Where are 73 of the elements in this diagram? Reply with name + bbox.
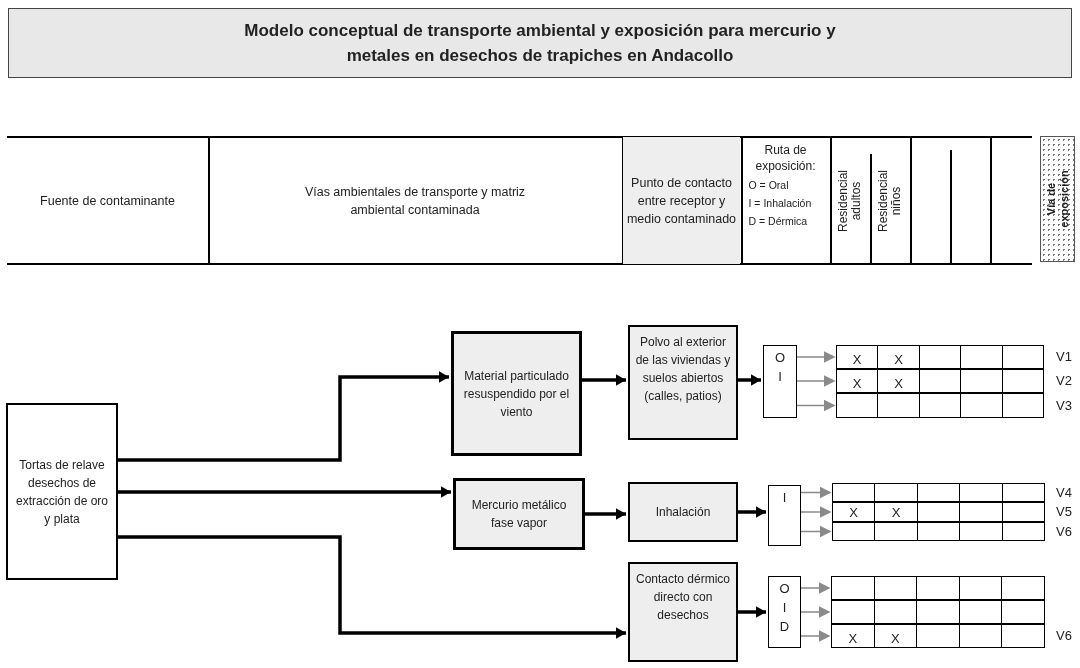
header-label: Residencial adultos — [837, 169, 863, 232]
header-label: D = Dérmica — [747, 214, 809, 229]
node-text: Material particulado resuspendido por el viento — [462, 367, 571, 421]
arrow — [800, 486, 832, 499]
route-letter: D — [778, 618, 791, 636]
pathway-label: V4 — [1056, 484, 1072, 501]
cell-mark: X — [848, 631, 858, 647]
cell-mark: X — [891, 631, 900, 647]
title: Modelo conceptual de transporte ambiental y exposición para mercurio y metales en desechos de trapiches en Andacollo — [243, 20, 837, 67]
contact-point-box — [628, 482, 738, 542]
node-text: Mercurio metálico fase vapor — [470, 497, 568, 532]
arrow — [800, 506, 832, 518]
contact-point-box — [628, 562, 738, 662]
header-label: Ruta de exposición: — [754, 142, 817, 174]
empty-grid-row — [831, 600, 1045, 624]
cell-mark: X — [894, 352, 903, 368]
cell-mark: X — [849, 505, 859, 521]
empty-grid-row — [832, 483, 1045, 502]
cell-mark: X — [852, 352, 862, 368]
header-label: Residencial niños — [877, 169, 903, 232]
node-text: Tortas de relave desechos de extracción de oro y plata — [14, 456, 110, 528]
header-label: Vía de exposición — [1044, 170, 1071, 228]
route-letter: O — [773, 349, 787, 367]
arrow — [796, 351, 836, 363]
arrow — [738, 506, 766, 518]
transport-box — [453, 478, 585, 550]
route-box — [763, 345, 797, 418]
route-letter: O — [778, 580, 791, 598]
arrow — [800, 606, 831, 618]
arrow — [738, 606, 766, 618]
cell-mark: X — [891, 505, 901, 521]
cell-mark: X — [894, 376, 903, 392]
node-text: Inhalación — [654, 504, 712, 521]
pathway-label: V3 — [1056, 397, 1072, 414]
arrow — [800, 630, 831, 642]
arrow — [118, 535, 626, 639]
pathway-label: V6 — [1056, 628, 1072, 644]
empty-grid-row — [832, 522, 1045, 541]
contact-point-box — [628, 325, 738, 440]
cell-mark: X — [852, 376, 862, 392]
arrow — [585, 508, 626, 520]
empty-grid-row — [836, 393, 1044, 418]
arrow — [582, 374, 626, 386]
pathway-label: V6 — [1056, 523, 1072, 540]
empty-grid-row — [831, 576, 1045, 600]
header-label: Fuente de contaminante — [39, 192, 176, 210]
route-letter: I — [777, 368, 783, 386]
source-box — [6, 403, 118, 580]
arrow — [738, 374, 761, 386]
header-label: I = Inhalación — [747, 196, 813, 211]
route-box — [768, 576, 801, 648]
pathway-label: V5 — [1056, 504, 1072, 520]
grid-row — [831, 624, 1045, 648]
route-letter: I — [781, 599, 788, 617]
route-letter: I — [781, 489, 788, 507]
arrow — [118, 486, 451, 498]
arrow — [118, 371, 449, 462]
header-label: Punto de contacto entre receptor y medio contaminado — [625, 174, 738, 228]
transport-box — [451, 331, 582, 456]
header-label: O = Oral — [747, 178, 790, 193]
grid-row — [832, 502, 1045, 522]
arrow — [796, 375, 836, 387]
pathway-label: V1 — [1056, 349, 1072, 365]
arrow — [800, 582, 831, 594]
node-text: Polvo al exterior de las viviendas y suelos abiertos (calles, patios) — [634, 334, 732, 405]
node-text: Contacto dérmico directo con desechos — [634, 571, 731, 624]
arrow — [796, 399, 836, 412]
arrow — [800, 525, 832, 538]
header-label: Vías ambientales de transporte y matriz ambiental contaminada — [303, 183, 527, 219]
grid-row — [836, 369, 1044, 393]
route-box — [768, 485, 801, 546]
pathway-label: V2 — [1056, 373, 1072, 389]
grid-row — [836, 345, 1044, 369]
